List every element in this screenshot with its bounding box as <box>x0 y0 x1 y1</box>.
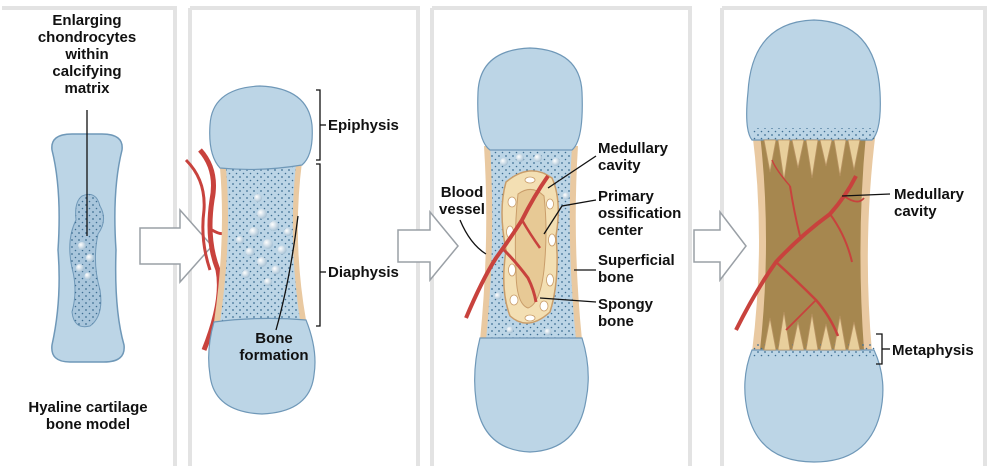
label-metaphysis: Metaphysis <box>892 342 974 359</box>
stage3-primary-ossification <box>460 48 596 452</box>
stage1-cartilage-model <box>52 110 124 362</box>
label-medullary-cavity-4: Medullary cavity <box>894 186 964 220</box>
label-diaphysis: Diaphysis <box>328 264 399 281</box>
label-spongy-bone: Spongy bone <box>598 296 653 330</box>
label-medullary-cavity-3: Medullary cavity <box>598 140 668 174</box>
label-enlarging-chondrocytes: Enlarging chondrocytes within calcifying… <box>8 12 166 97</box>
arrow-2 <box>398 212 458 280</box>
label-superficial-bone: Superficial bone <box>598 252 675 286</box>
label-blood-vessel: Blood vessel <box>432 184 492 218</box>
arrow-3 <box>694 212 746 280</box>
label-hyaline-cartilage: Hyaline cartilage bone model <box>4 399 172 433</box>
stage4-medullary-cavity <box>736 20 890 462</box>
label-bone-formation: Bone formation <box>226 330 322 364</box>
label-primary-ossification-center: Primary ossification center <box>598 188 681 239</box>
label-epiphysis: Epiphysis <box>328 117 399 134</box>
